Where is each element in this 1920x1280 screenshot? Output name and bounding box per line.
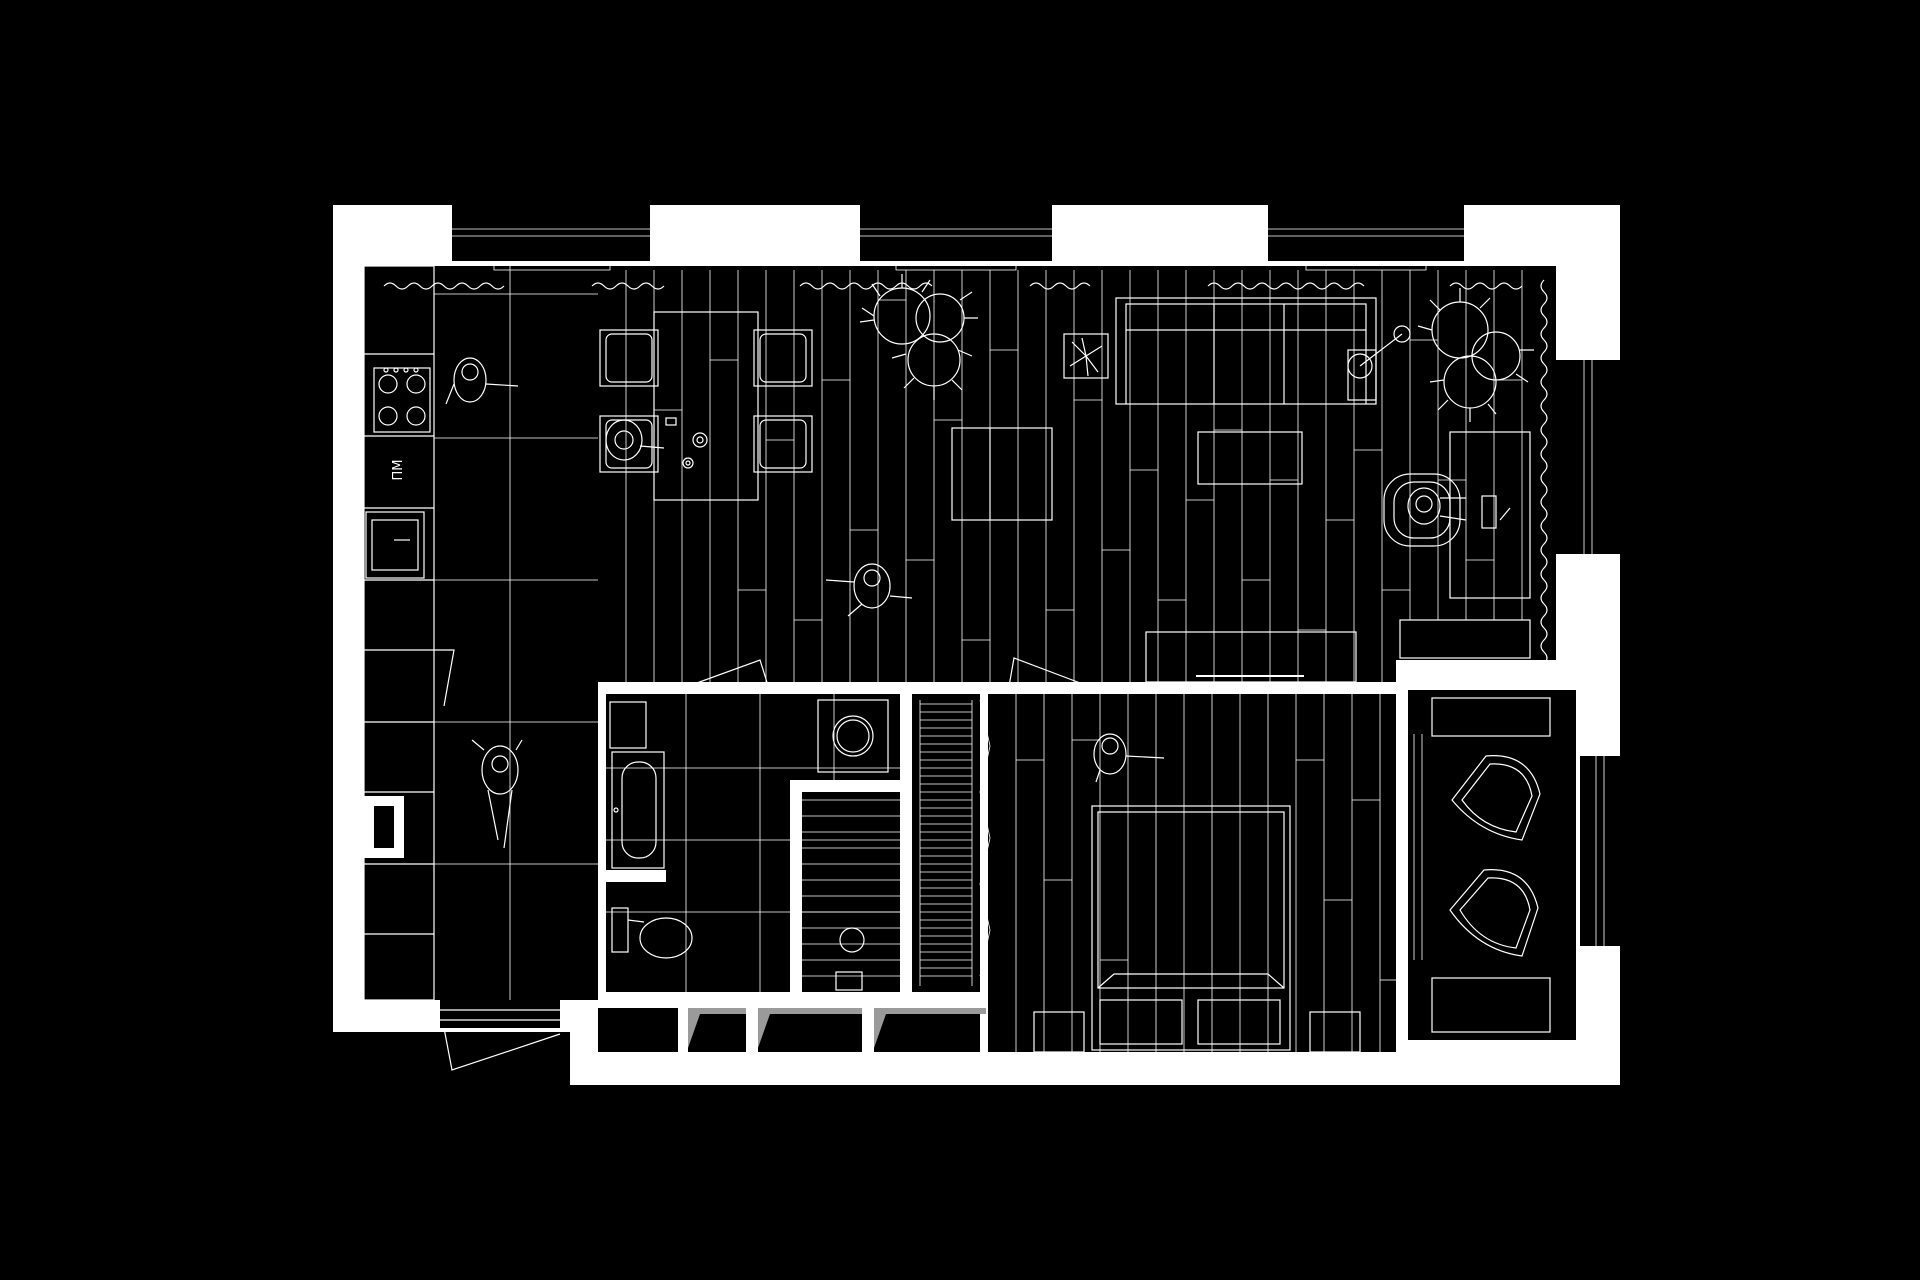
storage-1 <box>598 1008 678 1052</box>
plant-2 <box>1417 288 1534 422</box>
entrance-door <box>443 1027 561 1071</box>
bedroom-furniture <box>1033 805 1361 1053</box>
storage-4 <box>874 1008 986 1052</box>
wardrobe-rails <box>919 699 991 986</box>
window-1 <box>452 205 650 261</box>
lounge-chair-2 <box>1449 869 1539 957</box>
kitchen-room <box>364 266 598 1000</box>
person-kitchen-2 <box>471 739 523 849</box>
nightstand-right <box>1309 1011 1361 1053</box>
bedroom <box>988 694 1396 1052</box>
living-area <box>951 297 1531 683</box>
dining-chair-3 <box>753 329 813 387</box>
balcony-room <box>1408 690 1576 1040</box>
fridge <box>364 796 404 858</box>
interior-walls <box>364 660 1620 1052</box>
desk-chair <box>1383 473 1461 547</box>
decor-plant-small <box>1063 333 1109 379</box>
radiator-bench <box>1399 619 1531 659</box>
kitchen-sink <box>365 511 425 579</box>
living-bay <box>1530 266 1556 656</box>
shower-grid <box>802 799 900 977</box>
bathroom-door <box>671 659 771 693</box>
dining-chair-1 <box>599 329 659 387</box>
wardrobe <box>912 694 980 992</box>
person-bedroom <box>1093 733 1165 783</box>
storage-details <box>688 1008 986 1048</box>
kitchen-counter <box>363 265 455 1001</box>
dining-chair-4 <box>753 415 813 473</box>
armchair <box>951 427 1053 521</box>
window-right <box>1556 360 1620 554</box>
window-3 <box>1268 205 1464 261</box>
windows <box>452 205 1620 946</box>
balcony-table-top <box>1431 697 1551 737</box>
kitchen: ПМ <box>363 265 455 1001</box>
rooms <box>364 266 1576 1052</box>
balcony-furniture <box>1413 697 1551 1033</box>
dishwasher-label: ПМ <box>391 460 406 481</box>
bathroom-fixtures <box>609 699 900 991</box>
person-desk <box>1407 487 1467 525</box>
window-2 <box>860 205 1052 261</box>
bathroom <box>606 694 900 992</box>
side-table <box>1347 349 1377 401</box>
bathtub <box>611 751 665 869</box>
storage-3 <box>758 1008 862 1052</box>
dining-table <box>653 311 759 501</box>
coffee-table <box>1197 431 1303 485</box>
people <box>445 357 1467 849</box>
washing-machine <box>817 699 889 773</box>
lounge-chair-1 <box>1451 755 1541 841</box>
cooktop <box>373 367 431 433</box>
person-living <box>825 563 913 617</box>
curtains <box>383 279 1548 677</box>
person-kitchen-1 <box>445 357 519 405</box>
plants <box>859 274 1534 422</box>
plant-1 <box>859 274 978 400</box>
person-dining <box>605 419 665 461</box>
bedroom-door <box>1007 657 1105 693</box>
doors <box>440 657 1105 1071</box>
entrance-niche <box>440 1000 560 1028</box>
bed <box>1091 805 1291 1051</box>
balcony-table-bottom <box>1431 977 1551 1033</box>
bedroom-floor-planks <box>1015 694 1396 1052</box>
cabinet <box>609 701 647 749</box>
window-balcony <box>1580 756 1620 946</box>
tv-console <box>1145 631 1357 683</box>
toilet <box>611 907 693 959</box>
nightstand-left <box>1033 1011 1085 1053</box>
living-floor-planks <box>625 270 1523 682</box>
